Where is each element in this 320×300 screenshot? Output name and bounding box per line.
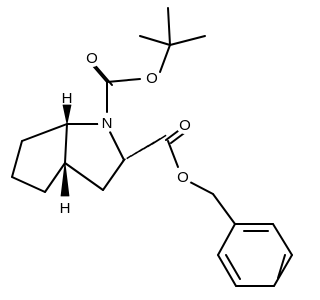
hydrogen-label-top: H <box>62 90 73 107</box>
atom-o-boc-carbonyl: O <box>83 49 101 67</box>
atom-n1: N <box>98 114 116 132</box>
wedge-bond-top-h <box>62 104 72 125</box>
oxygen-label-cbz-carbonyl: O <box>179 117 191 134</box>
hashed-wedge-bond <box>122 134 167 162</box>
pyrrolidine-ring <box>64 123 125 191</box>
atom-h-top: H <box>62 90 73 107</box>
nitrogen-label: N <box>102 115 113 132</box>
wedge-bond-bottom-h <box>60 162 70 197</box>
atom-o-cbz-carbonyl: O <box>176 116 194 134</box>
atom-o-boc-ester: O <box>143 69 161 87</box>
hydrogen-label-bottom: H <box>60 200 71 217</box>
atom-o-cbz-ester: O <box>174 168 192 186</box>
structure-diagram: N O O O O H H <box>11 7 293 287</box>
atom-h-bottom: H <box>60 200 71 217</box>
benzene-ring <box>217 223 293 287</box>
boc-group <box>87 7 206 113</box>
oxygen-label-boc-ester: O <box>146 70 158 87</box>
cyclopentane-ring <box>11 123 68 193</box>
oxygen-label-boc-carbonyl: O <box>86 50 98 67</box>
atom-labels: N O O O O H H <box>60 49 194 217</box>
oxygen-label-cbz-ester: O <box>177 169 189 186</box>
